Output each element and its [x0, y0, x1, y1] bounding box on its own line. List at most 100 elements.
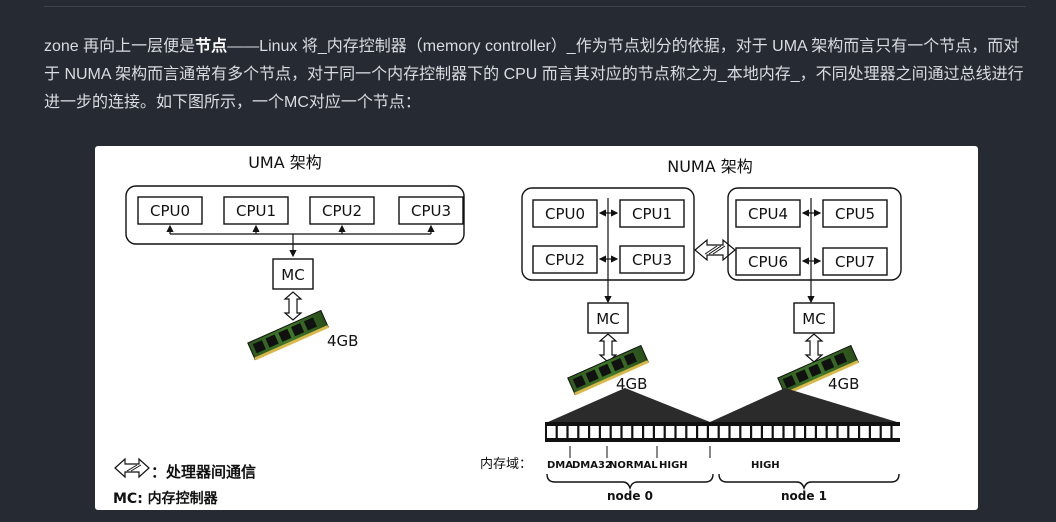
numa-title: NUMA 架构	[667, 157, 753, 176]
memory-page-cell	[568, 426, 578, 438]
memory-page-cell	[827, 426, 837, 438]
node0-zone-fan	[548, 388, 710, 422]
svg-text:CPU5: CPU5	[835, 205, 875, 223]
node1-zone-fan	[710, 388, 897, 422]
node-braces	[546, 473, 900, 491]
numa-node1-memory-size: 4GB	[828, 375, 859, 393]
memory-zone-label: 内存域：	[480, 456, 532, 472]
legend-mc-definition: MC: 内存控制器	[113, 490, 219, 507]
memory-page-cell	[838, 426, 848, 438]
svg-text:CPU2: CPU2	[545, 251, 585, 269]
top-divider	[44, 6, 1026, 7]
architecture-diagram: UMA 架构 CPU0 CPU1 CPU2 CPU3 MC 4GB NUMA 架…	[113, 153, 902, 507]
svg-text:CPU1: CPU1	[632, 205, 672, 223]
svg-text:MC: MC	[596, 310, 619, 328]
numa-cpu0: CPU0	[532, 199, 598, 228]
memory-page-cell	[601, 426, 610, 438]
uma-memory-size: 4GB	[327, 332, 358, 350]
numa-node1-mc-memory-arrow-icon	[805, 333, 823, 363]
numa-node1-cpu-group	[727, 187, 902, 281]
memory-page-cell	[881, 426, 891, 438]
paragraph-bold-term: 节点	[195, 38, 228, 55]
memory-page-strip	[545, 422, 902, 442]
memory-page-cell	[871, 426, 880, 438]
memory-page-cell	[892, 426, 902, 438]
uma-cpu3: CPU3	[398, 196, 464, 225]
svg-text:CPU0: CPU0	[150, 202, 190, 220]
memory-page-cell	[665, 426, 675, 438]
uma-cpu0: CPU0	[137, 196, 203, 225]
svg-text:CPU3: CPU3	[632, 251, 672, 269]
memory-page-cell	[579, 426, 588, 438]
paragraph-text-start: zone 再向上一层便是	[44, 38, 196, 55]
svg-text:CPU2: CPU2	[322, 202, 362, 220]
memory-page-cell	[622, 426, 632, 438]
paragraph-text-rest: ——Linux 将_内存控制器（memory controller）_作为节点划…	[44, 38, 1024, 111]
numa-node0-mc: MC	[587, 302, 629, 334]
node0-zone-names: DMA DMA32 NORMAL HIGH	[547, 460, 688, 471]
zone-dma32: DMA32	[572, 460, 612, 471]
memory-page-cell	[590, 426, 599, 438]
numa-cpu5: CPU5	[822, 199, 888, 228]
memory-page-cell	[709, 426, 718, 438]
numa-cpu7: CPU7	[822, 247, 888, 276]
memory-page-cell	[676, 426, 686, 438]
memory-page-cell	[849, 426, 858, 438]
memory-page-cell	[817, 426, 826, 438]
uma-cpu1: CPU1	[223, 196, 289, 225]
numa-node0-interconnect	[598, 198, 619, 304]
uma-cpu2: CPU2	[309, 196, 375, 225]
node-interconnect-icon	[694, 238, 736, 262]
svg-text:CPU4: CPU4	[748, 205, 788, 223]
memory-page-cell	[557, 426, 567, 438]
numa-cpu6: CPU6	[735, 247, 801, 276]
uma-mc-memory-arrow-icon	[284, 291, 302, 321]
uma-title: UMA 架构	[248, 153, 322, 172]
numa-cpu1: CPU1	[619, 199, 685, 228]
memory-page-cell	[719, 426, 729, 438]
node1-label: node 1	[781, 489, 827, 503]
legend-interconnect-text: ：处理器间通信	[151, 463, 256, 481]
uma-cpu-group	[125, 185, 465, 245]
memory-page-cell	[611, 426, 621, 438]
memory-page-cell	[763, 426, 772, 438]
svg-text:CPU7: CPU7	[835, 253, 875, 271]
numa-node0-memory-size: 4GB	[616, 375, 647, 393]
legend-interconnect-icon	[114, 457, 150, 479]
numa-node1-mc: MC	[793, 302, 835, 334]
svg-text:MC: MC	[802, 310, 825, 328]
uma-ram-icon	[247, 310, 330, 361]
svg-text:CPU1: CPU1	[236, 202, 276, 220]
memory-page-cell	[730, 426, 740, 438]
zone-dma: DMA	[547, 460, 573, 471]
numa-cpu4: CPU4	[735, 199, 801, 228]
numa-cpu2: CPU2	[532, 245, 598, 274]
zone-dividers	[569, 446, 711, 458]
svg-text:CPU6: CPU6	[748, 253, 788, 271]
uma-bus	[166, 224, 435, 258]
memory-page-cell	[784, 426, 794, 438]
zone-high-node0: HIGH	[659, 460, 688, 471]
memory-page-cell	[655, 426, 664, 438]
memory-page-cell	[806, 426, 815, 438]
article-paragraph: zone 再向上一层便是节点——Linux 将_内存控制器（memory con…	[44, 33, 1034, 117]
uma-mc: MC	[272, 258, 314, 290]
svg-text:MC: MC	[281, 266, 304, 284]
node0-label: node 0	[607, 489, 653, 503]
memory-page-cell	[752, 426, 761, 438]
numa-node1-interconnect	[801, 198, 822, 304]
memory-page-cell	[860, 426, 869, 438]
memory-page-cell	[547, 426, 556, 438]
svg-text:CPU3: CPU3	[411, 202, 451, 220]
memory-page-cell	[795, 426, 804, 438]
memory-page-cell	[741, 426, 750, 438]
memory-page-cell	[687, 426, 696, 438]
svg-text:CPU0: CPU0	[545, 205, 585, 223]
memory-page-cell	[644, 426, 653, 438]
numa-cpu3: CPU3	[619, 245, 685, 274]
zone-high-node1: HIGH	[751, 460, 780, 471]
memory-page-cell	[773, 426, 783, 438]
memory-architecture-figure: UMA 架构 CPU0 CPU1 CPU2 CPU3 MC 4GB NUMA 架…	[95, 146, 978, 510]
memory-page-cell	[633, 426, 642, 438]
memory-page-cell	[698, 426, 707, 438]
